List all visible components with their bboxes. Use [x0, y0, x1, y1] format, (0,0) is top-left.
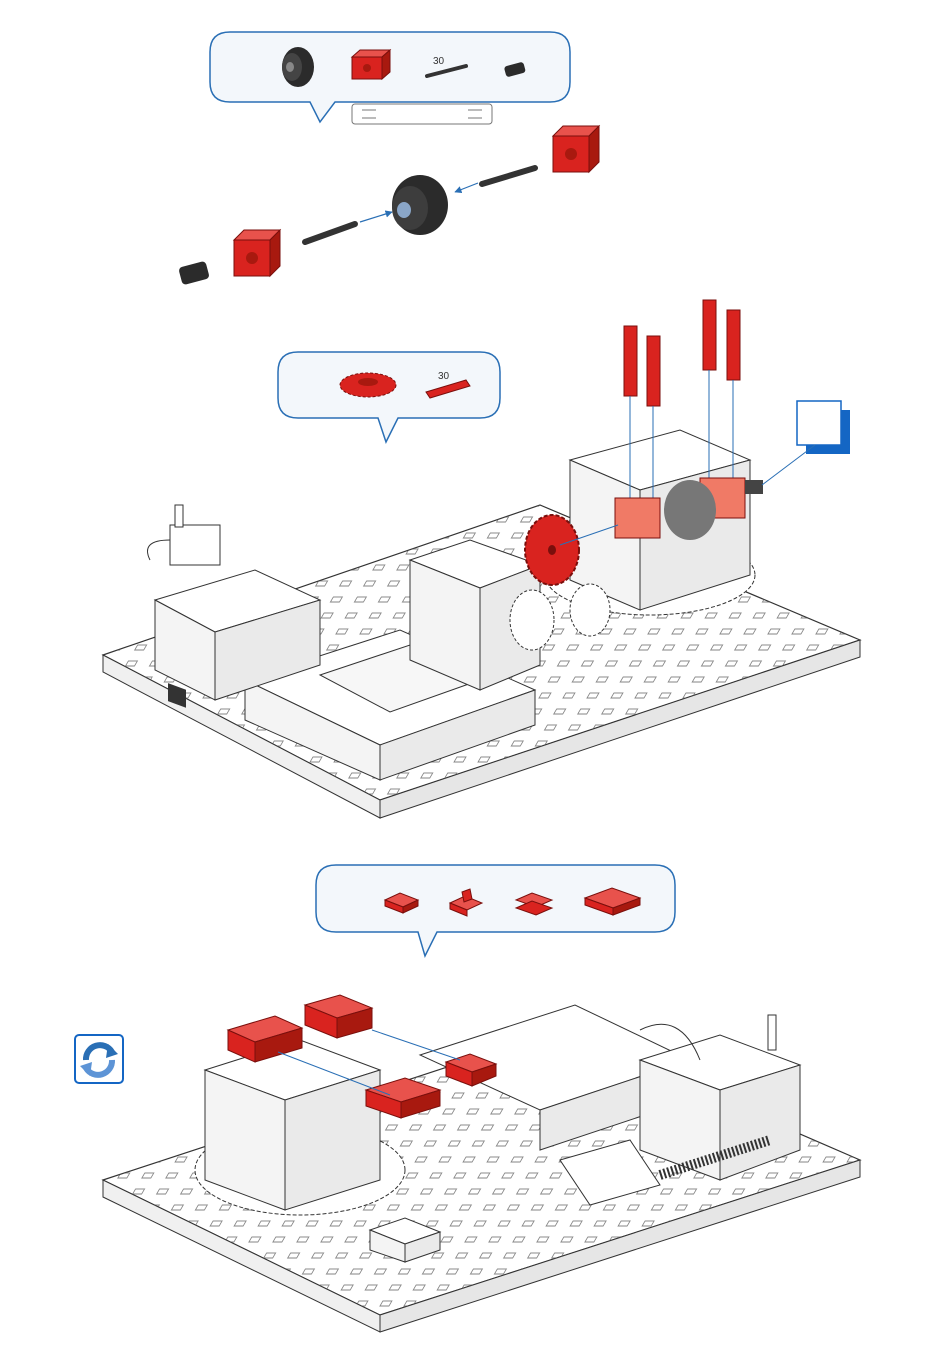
red-gear-icon [340, 373, 396, 397]
svg-text:30: 30 [438, 371, 450, 382]
red-block-right [553, 126, 599, 172]
parts-callout-3 [316, 865, 675, 956]
arrow-right [455, 183, 478, 192]
svg-text:30: 30 [433, 56, 445, 67]
parts-callout-2: 30 [278, 352, 500, 442]
model-view-2 [103, 995, 860, 1332]
rotate-model-icon [75, 1035, 123, 1083]
assembly-tool-icon [352, 104, 492, 124]
pulley-wheel-icon [282, 47, 314, 87]
step-highlight-marker [762, 401, 850, 485]
coupling-sleeve-left [178, 261, 210, 286]
motor-block-right [640, 1015, 800, 1180]
red-building-block-icon [352, 50, 390, 79]
axle-right [482, 168, 535, 184]
arrow-left [360, 212, 392, 222]
pulley-wheel-center [392, 175, 448, 235]
parts-callout-1: 30 [210, 32, 570, 124]
pneumatic-unit [148, 505, 221, 565]
red-block-left [234, 230, 280, 276]
exploded-axle-assembly [178, 126, 599, 285]
axle-left [305, 224, 355, 242]
